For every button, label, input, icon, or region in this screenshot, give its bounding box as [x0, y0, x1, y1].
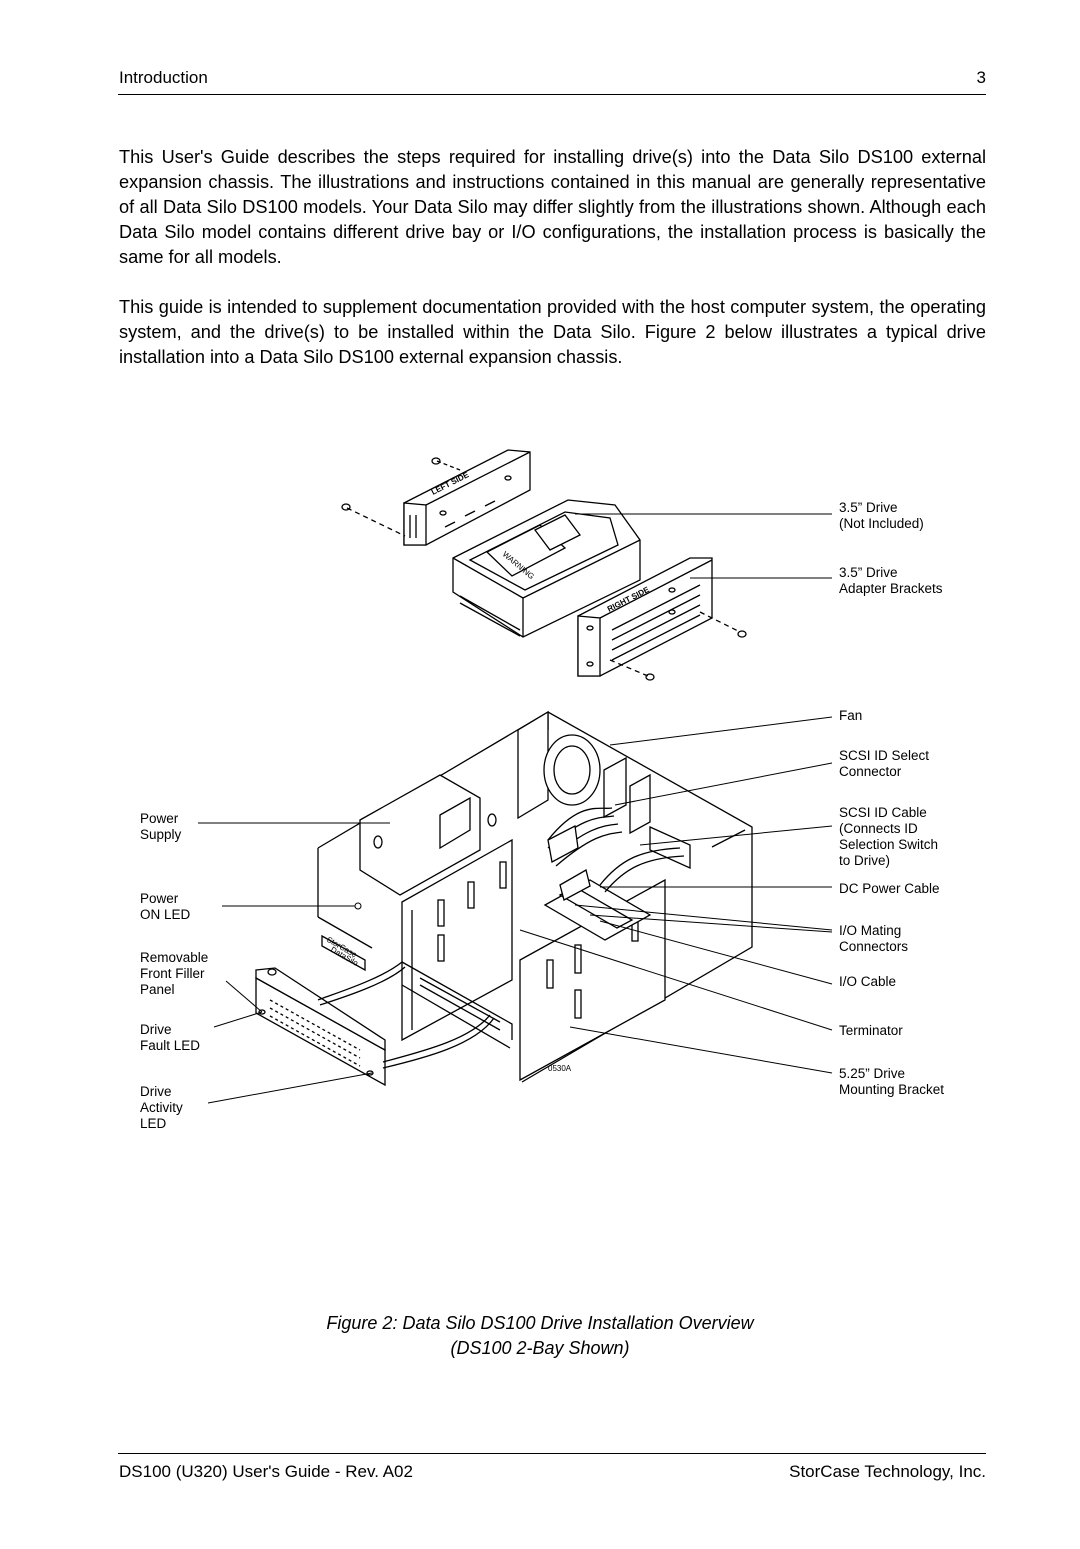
callout-adapter-line2: Adapter Brackets	[839, 581, 943, 596]
callout-power-supply-line1: Power	[140, 811, 179, 826]
callout-dc-power: DC Power Cable	[839, 881, 940, 896]
footer-left: DS100 (U320) User's Guide - Rev. A02	[119, 1462, 413, 1481]
callout-filler-line3: Panel	[140, 982, 175, 997]
figure-caption-line1: Figure 2: Data Silo DS100 Drive Installa…	[326, 1313, 754, 1333]
callout-power-led-line1: Power	[140, 891, 179, 906]
callout-adapter-line1: 3.5” Drive	[839, 565, 898, 580]
callout-activity-led-line3: LED	[140, 1116, 167, 1131]
callouts-right: 3.5” Drive (Not Included) 3.5” Drive Ada…	[839, 500, 944, 1097]
chassis: 0530A StorCase DataSilo	[317, 710, 753, 1083]
callout-activity-led-line2: Activity	[140, 1100, 183, 1115]
callout-fault-led-line2: Fault LED	[140, 1038, 200, 1053]
callout-fault-led-line1: Drive	[140, 1022, 172, 1037]
callout-scsi-select-line1: SCSI ID Select	[839, 748, 929, 763]
callout-terminator: Terminator	[839, 1023, 903, 1038]
callout-io-cable: I/O Cable	[839, 974, 896, 989]
callout-io-mating-line2: Connectors	[839, 939, 908, 954]
right-side-bracket: RIGHT SIDE	[577, 557, 713, 677]
callout-drive-line1: 3.5” Drive	[839, 500, 898, 515]
callout-scsi-cable-line2: (Connects ID	[839, 821, 918, 836]
hard-drive-3-5: WARNING	[452, 499, 641, 638]
front-filler-panel	[255, 967, 386, 1087]
callouts-left: Power Supply Power ON LED Removable Fron…	[140, 811, 208, 1131]
led-wires	[317, 961, 495, 1069]
callout-scsi-cable-line4: to Drive)	[839, 853, 890, 868]
callout-mounting-line1: 5.25” Drive	[839, 1066, 905, 1081]
callout-io-mating-line1: I/O Mating	[839, 923, 901, 938]
callout-activity-led-line1: Drive	[140, 1084, 172, 1099]
callout-filler-line1: Removable	[140, 950, 208, 965]
callout-scsi-cable-line3: Selection Switch	[839, 837, 938, 852]
callout-scsi-cable-line1: SCSI ID Cable	[839, 805, 927, 820]
callout-power-supply-line2: Supply	[140, 827, 182, 842]
intro-paragraph-2: This guide is intended to supplement doc…	[119, 297, 986, 367]
footer-right: StorCase Technology, Inc.	[789, 1462, 986, 1481]
screws-left	[341, 457, 461, 537]
footer-rule	[118, 1453, 986, 1454]
callout-scsi-select-line2: Connector	[839, 764, 902, 779]
page-number: 3	[976, 68, 986, 87]
header-title: Introduction	[119, 68, 208, 87]
figure-code: 0530A	[548, 1064, 572, 1073]
screws-right	[609, 611, 747, 681]
callout-power-led-line2: ON LED	[140, 907, 191, 922]
figure-caption-line2: (DS100 2-Bay Shown)	[450, 1338, 630, 1358]
callout-fan: Fan	[839, 708, 862, 723]
callout-filler-line2: Front Filler	[140, 966, 205, 981]
header-rule	[118, 94, 986, 95]
callout-drive-line2: (Not Included)	[839, 516, 924, 531]
callout-leaders	[198, 513, 833, 1104]
callout-mounting-line2: Mounting Bracket	[839, 1082, 944, 1097]
intro-paragraph-1: This User's Guide describes the steps re…	[119, 147, 986, 267]
